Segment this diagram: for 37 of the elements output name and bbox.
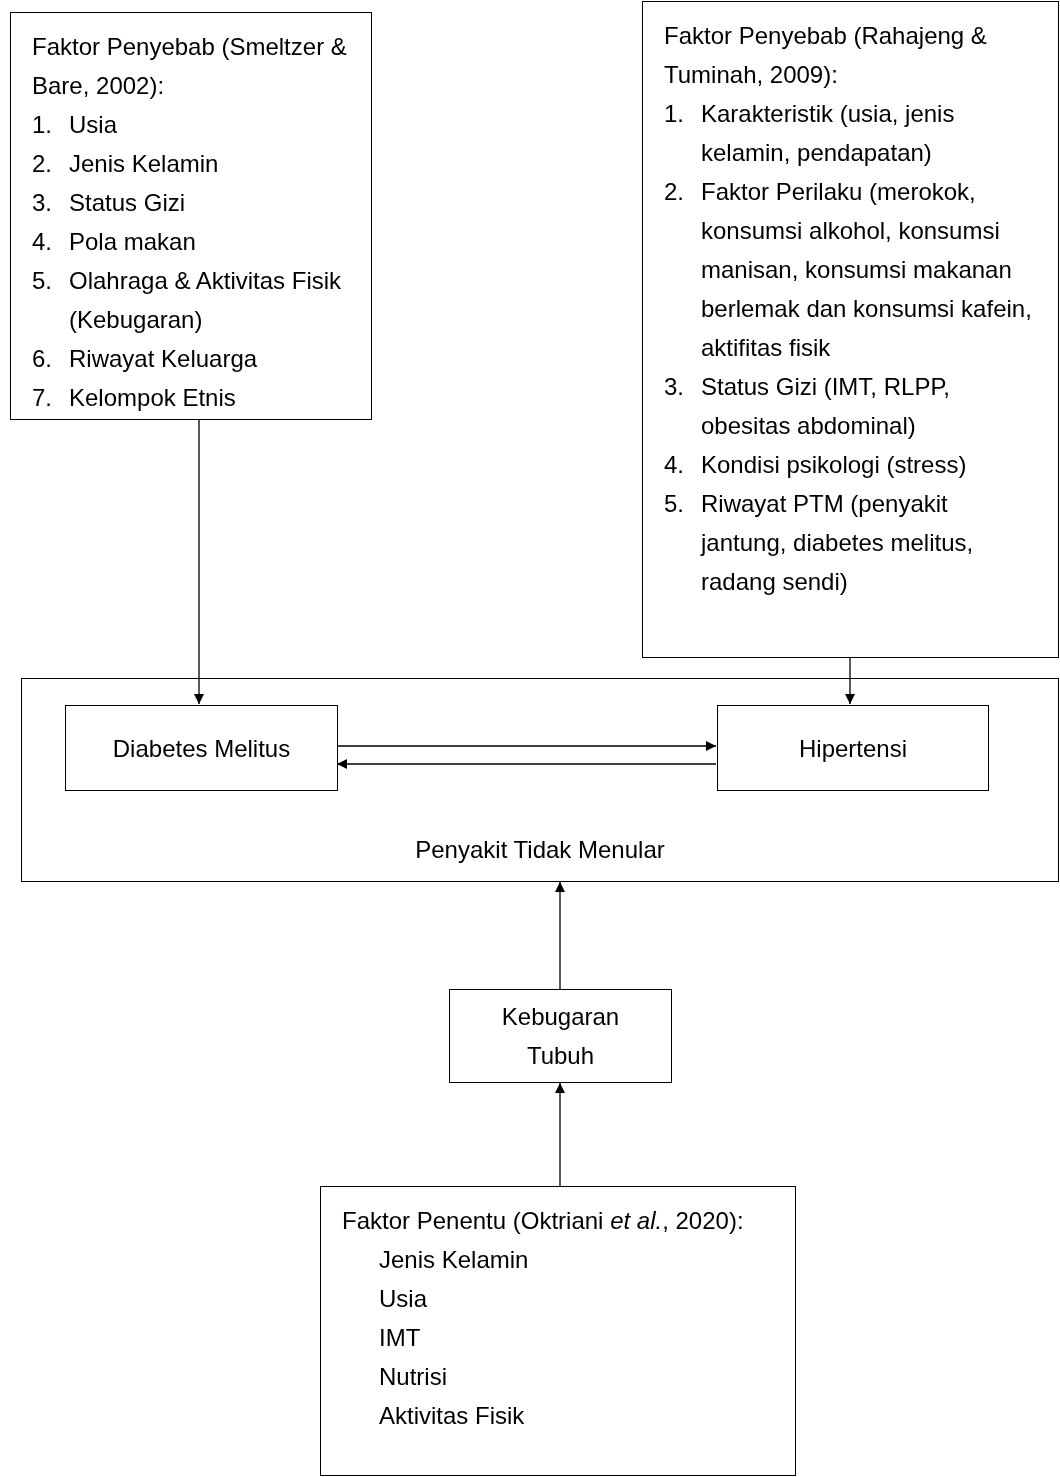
list-item: 4. Pola makan xyxy=(32,227,197,257)
arrow xyxy=(845,657,855,705)
text-box xyxy=(449,989,672,1083)
box-label: Kebugaran Tubuh xyxy=(500,1002,621,1071)
text-box xyxy=(65,705,338,791)
list-item: 7. Kelompok Etnis xyxy=(32,383,237,413)
list-item: Aktivitas Fisik xyxy=(378,1401,526,1431)
list-item: 4. Kondisi psikologi (stress) xyxy=(664,450,968,480)
text-box xyxy=(320,1186,796,1476)
list-item: 2. Jenis Kelamin xyxy=(32,149,220,179)
list-item: 3. Status Gizi xyxy=(32,188,187,218)
group-box xyxy=(21,678,1059,882)
box-heading: Faktor Penyebab (Smeltzer & Bare, 2002): xyxy=(32,32,348,101)
box-heading: Faktor Penentu (Oktriani et al., 2020): xyxy=(342,1206,745,1236)
list-item: Nutrisi xyxy=(378,1362,448,1392)
list-item: 1. Usia xyxy=(32,110,118,140)
group-label: Penyakit Tidak Menular xyxy=(414,835,666,865)
arrow xyxy=(555,1082,565,1187)
list-item: 5. Olahraga & Aktivitas Fisik (Kebugaran) xyxy=(32,266,343,335)
arrow xyxy=(555,881,565,990)
arrow xyxy=(336,759,717,769)
list-item: 3. Status Gizi (IMT, RLPP, obesitas abdominal) xyxy=(664,372,951,441)
text-box xyxy=(717,705,989,791)
box-label: Hipertensi xyxy=(798,733,907,764)
text-box xyxy=(642,1,1059,658)
list-item: 2. Faktor Perilaku (merokok, konsumsi alkohol, konsumsi manisan, konsumsi makanan berlemak dan konsumsi kafein, aktifitas fisik xyxy=(664,177,1033,363)
list-item: 5. Riwayat PTM (penyakit jantung, diabetes melitus, radang sendi) xyxy=(664,489,975,597)
box-heading: Faktor Penyebab (Rahajeng & Tuminah, 2009): xyxy=(664,21,988,90)
list-item: 1. Karakteristik (usia, jenis kelamin, pendapatan) xyxy=(664,99,956,168)
list-item: Usia xyxy=(378,1284,428,1314)
list-item: 6. Riwayat Keluarga xyxy=(32,344,259,374)
list-item: Jenis Kelamin xyxy=(378,1245,530,1275)
arrow xyxy=(194,419,204,705)
text-box xyxy=(10,12,372,420)
arrow xyxy=(336,741,717,751)
list-item: IMT xyxy=(378,1323,422,1353)
box-label: Diabetes Melitus xyxy=(112,733,291,764)
